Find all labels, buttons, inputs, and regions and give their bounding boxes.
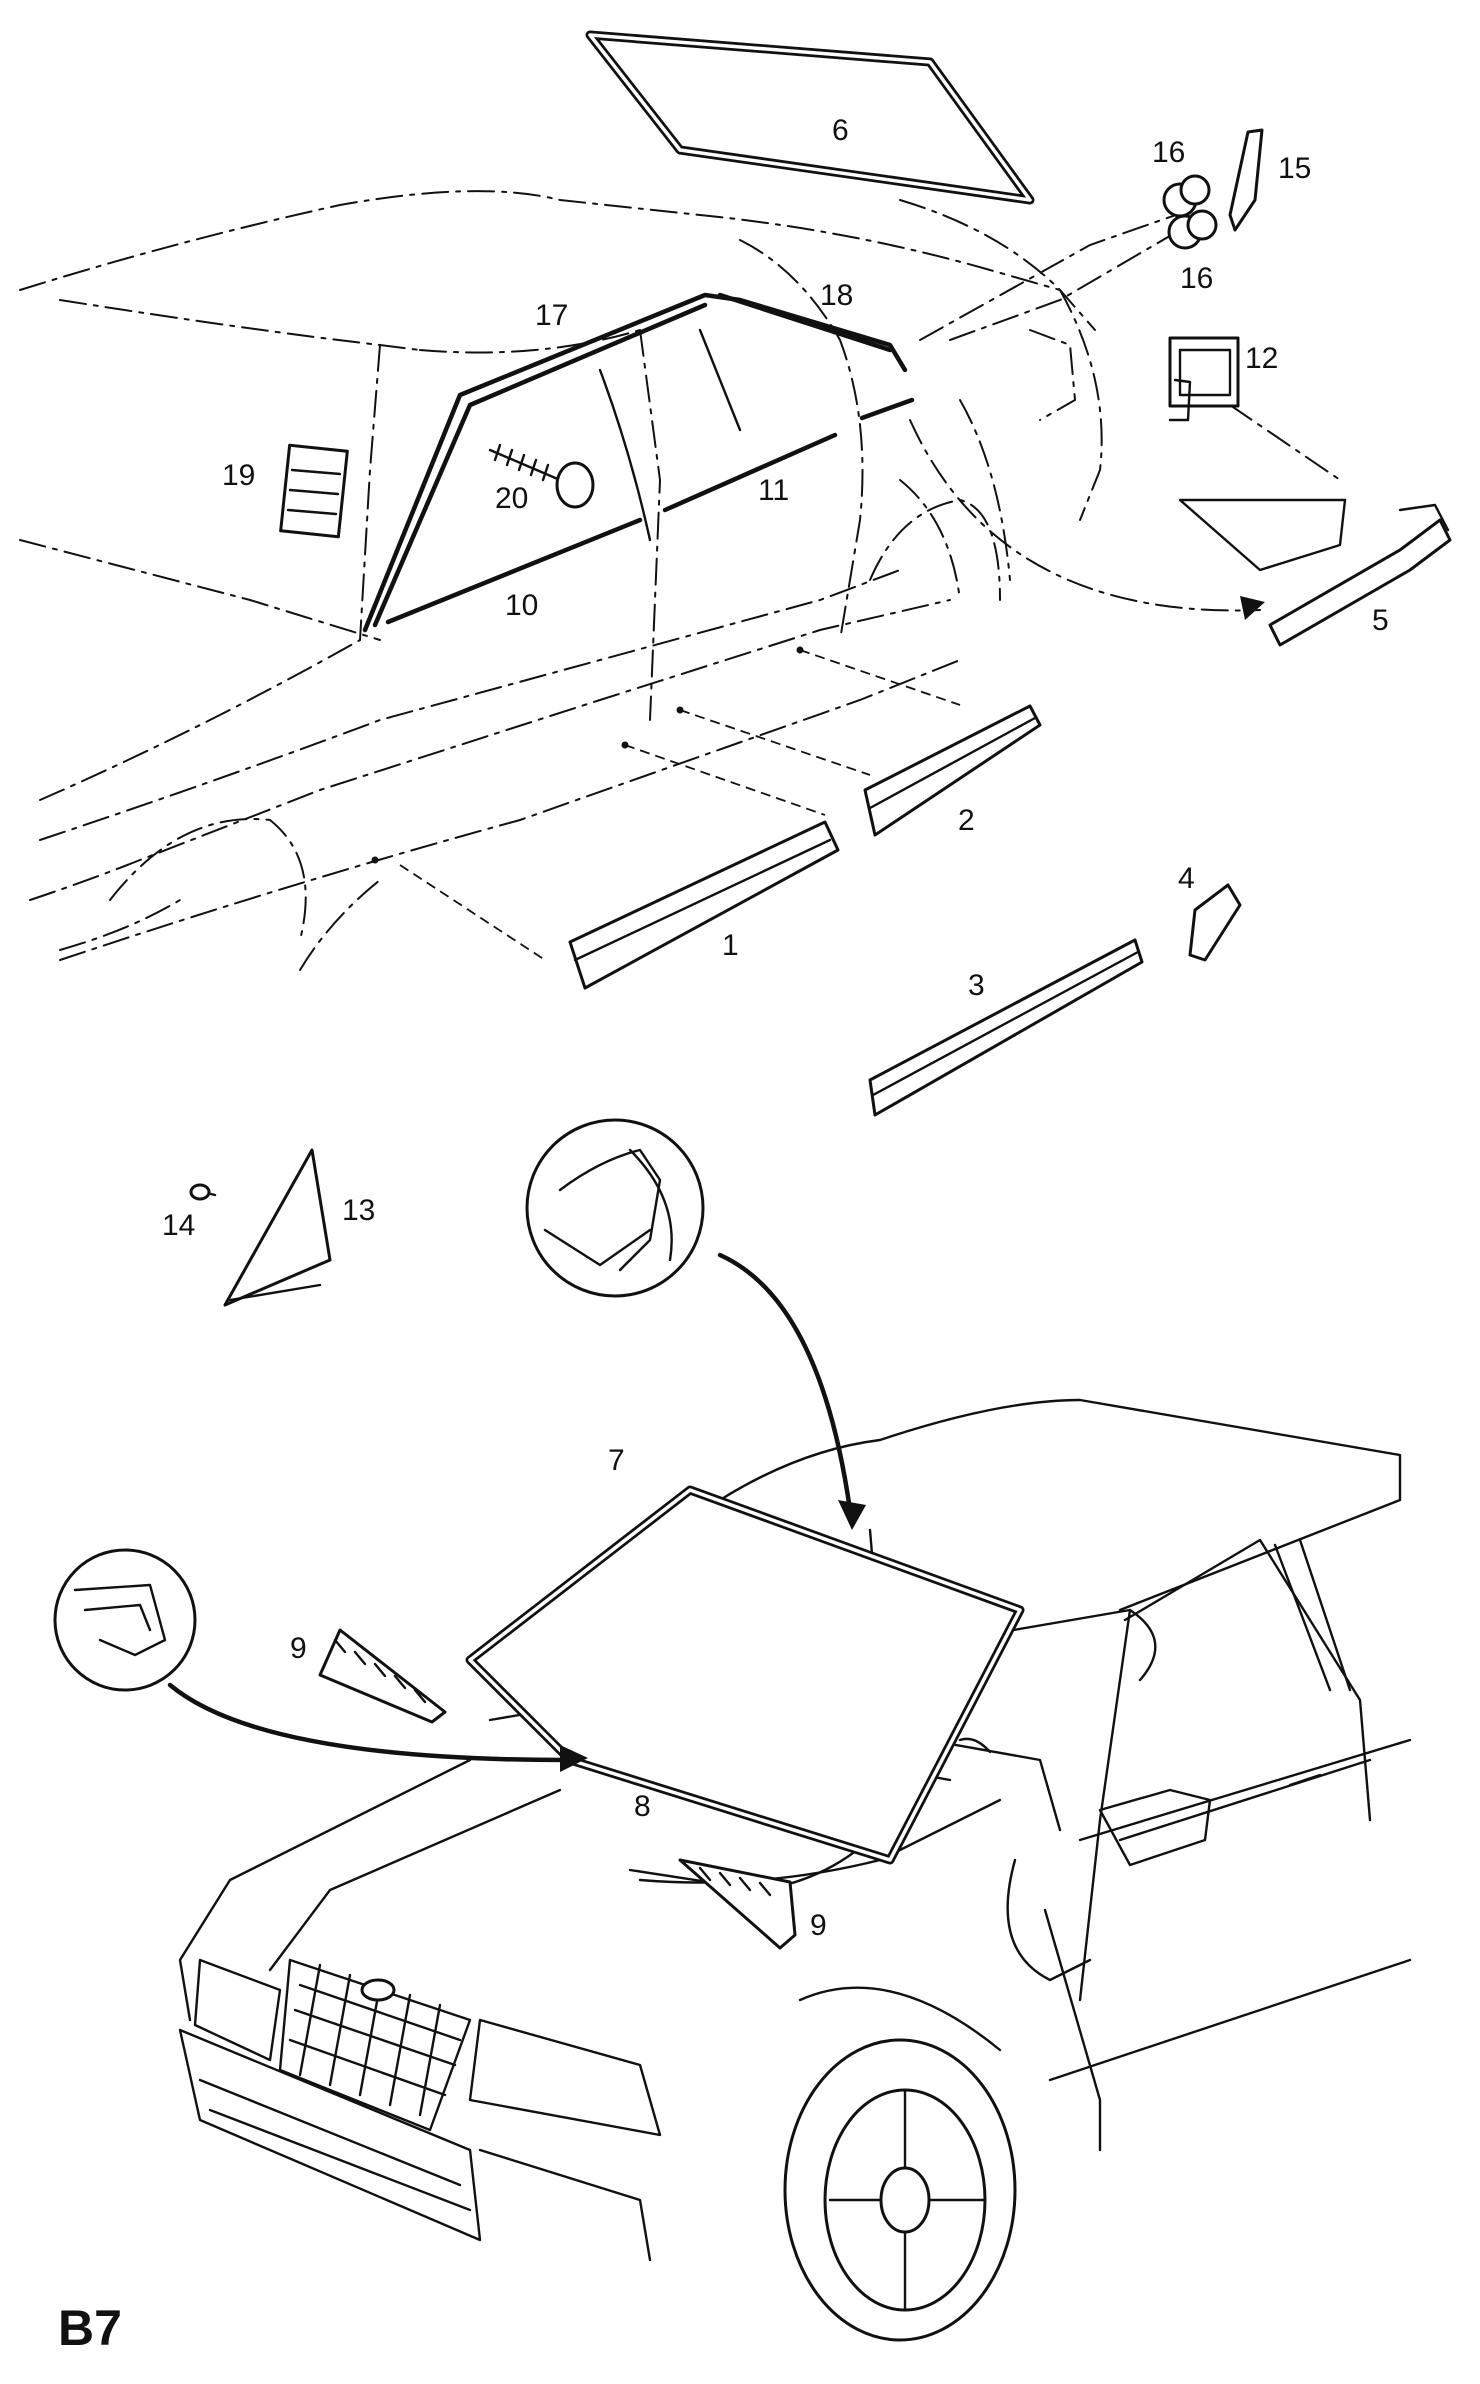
callout-18: 18 xyxy=(820,279,853,312)
sheet-code: B7 xyxy=(58,2300,122,2356)
callout-labels: 1 2 3 4 5 6 7 8 9 9 10 11 12 13 14 15 16… xyxy=(162,114,1389,1942)
callout-7: 7 xyxy=(608,1444,625,1477)
clip-strip xyxy=(279,443,349,539)
clip-parts xyxy=(1162,128,1264,250)
callout-15: 15 xyxy=(1278,152,1311,185)
seal-detail-circle-lower xyxy=(53,1548,588,1772)
callout-16b: 16 xyxy=(1180,262,1213,295)
callout-19: 19 xyxy=(222,459,255,492)
screw xyxy=(488,443,595,509)
wedges xyxy=(318,1628,797,1950)
front-car-outline xyxy=(178,1398,1412,2342)
callout-20: 20 xyxy=(495,482,528,515)
quarter-glass-trim xyxy=(1178,498,1452,647)
callout-2: 2 xyxy=(958,804,975,837)
callout-10: 10 xyxy=(505,589,538,622)
callout-16a: 16 xyxy=(1152,136,1185,169)
mirror-triangle xyxy=(189,1148,332,1307)
callout-8: 8 xyxy=(634,1790,651,1823)
callout-3: 3 xyxy=(968,969,985,1002)
callout-14: 14 xyxy=(162,1209,195,1242)
rear-car-outline xyxy=(19,190,1341,971)
callout-11: 11 xyxy=(758,474,789,507)
callout-13: 13 xyxy=(342,1194,375,1227)
callout-9b: 9 xyxy=(810,1909,827,1942)
seal-detail-circle-upper xyxy=(525,1118,866,1530)
callout-6: 6 xyxy=(832,114,849,147)
side-mouldings xyxy=(371,646,1242,1117)
callout-5: 5 xyxy=(1372,604,1389,637)
door-seal-strips xyxy=(362,292,915,633)
rear-window-seal xyxy=(585,30,1035,205)
windscreen-seal xyxy=(465,1485,1025,1865)
callout-9a: 9 xyxy=(290,1632,307,1665)
callout-1: 1 xyxy=(722,929,739,962)
bracket xyxy=(1168,336,1240,422)
callout-4: 4 xyxy=(1178,862,1195,895)
callout-12: 12 xyxy=(1245,342,1278,375)
callout-17: 17 xyxy=(535,299,568,332)
